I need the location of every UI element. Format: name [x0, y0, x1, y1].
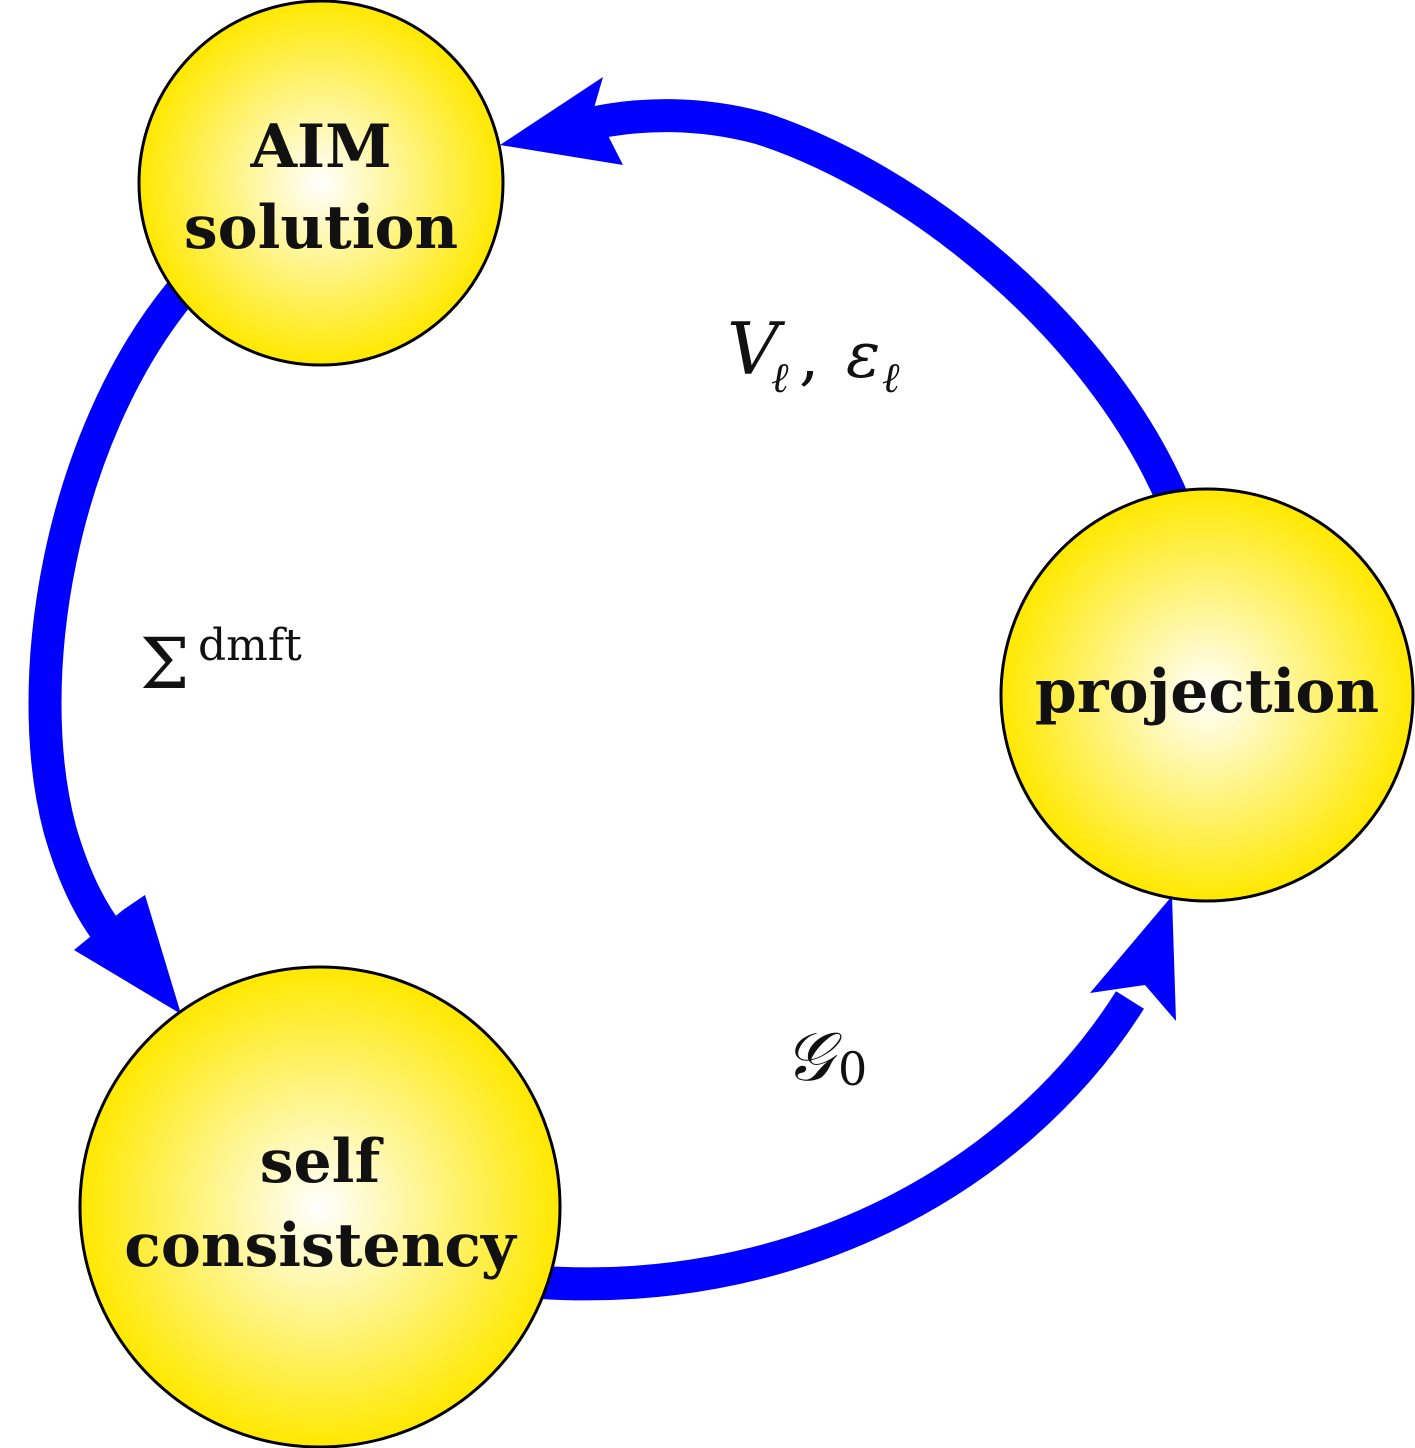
label-g0: 𝒢 0	[784, 1018, 867, 1097]
arrow-self-to-projection	[533, 896, 1176, 1301]
sigma-symbol: Σ	[140, 623, 190, 705]
eps-subscript: ℓ	[882, 353, 900, 402]
node-projection: projection	[999, 487, 1415, 903]
v-subscript: ℓ	[771, 353, 789, 402]
g-subscript: 0	[838, 1042, 867, 1096]
arrow-aim-to-self-shaft	[28, 282, 193, 984]
arrow-self-to-projection-head	[1090, 896, 1176, 1021]
g-symbol: 𝒢	[784, 1018, 842, 1097]
sigma-superscript: dmft	[198, 620, 302, 671]
arrow-projection-to-aim-shaft	[581, 99, 1189, 507]
node-aim-solution-line2: solution	[184, 193, 458, 263]
arrow-aim-to-self-head	[74, 895, 181, 1014]
node-aim-solution: AIM solution	[137, 0, 505, 367]
node-aim-solution-line1: AIM	[249, 112, 391, 182]
node-self-consistency: self consistency	[78, 965, 562, 1448]
arrow-projection-to-aim	[500, 77, 1189, 507]
v-symbol: V	[727, 307, 786, 391]
node-self-consistency-line1: self	[260, 1127, 385, 1197]
eps-symbol: ε	[846, 319, 880, 393]
label-v-eps: V ℓ , ε ℓ	[727, 307, 900, 402]
node-self-consistency-circle	[78, 965, 562, 1448]
node-aim-solution-circle	[137, 0, 505, 367]
arrow-self-to-projection-shaft	[533, 991, 1144, 1301]
node-projection-label: projection	[1035, 657, 1379, 727]
node-self-consistency-line2: consistency	[124, 1211, 518, 1281]
v-eps-separator: ,	[799, 320, 819, 394]
node-projection-circle	[999, 487, 1415, 903]
arrow-projection-to-aim-head	[500, 77, 623, 165]
label-sigma-dmft: Σ dmft	[140, 620, 302, 705]
arrow-aim-to-self	[28, 282, 193, 1014]
